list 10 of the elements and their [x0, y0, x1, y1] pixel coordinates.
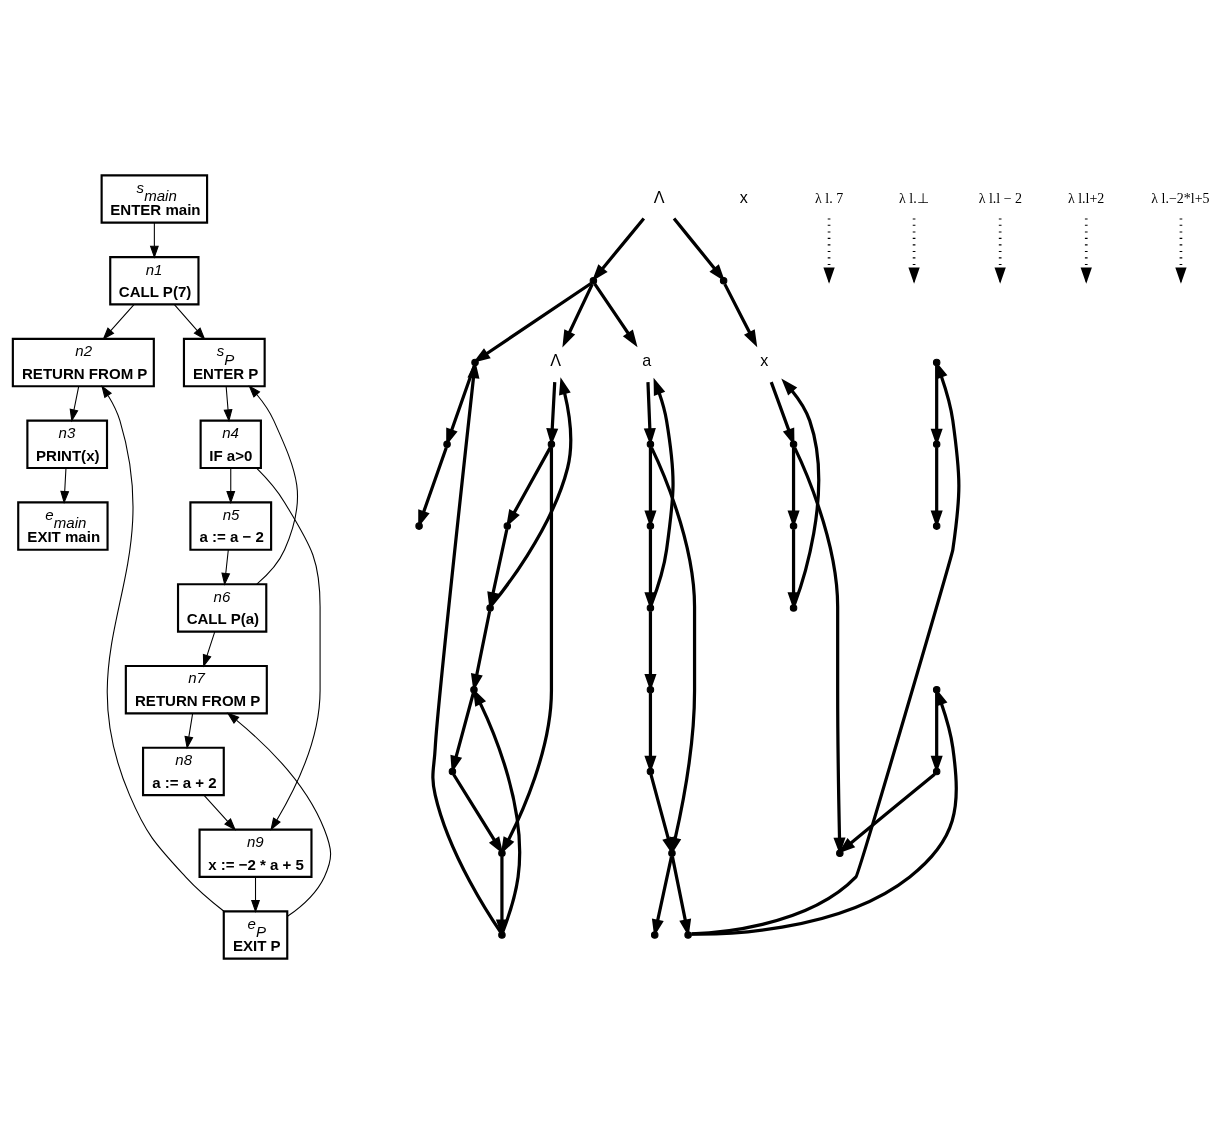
node-text: a: [642, 351, 652, 370]
node-text: λ l.l+2: [1067, 190, 1105, 206]
node-text: x: [760, 351, 769, 370]
node-text: λ l.⊥: [899, 190, 929, 206]
node-text: λ l.−2*l+5: [1151, 190, 1210, 206]
node-text: Λ: [550, 351, 562, 370]
node-text: Λ: [653, 187, 665, 206]
node-text: λ l. 7: [815, 190, 844, 206]
node-text: λ l.l − 2: [978, 190, 1023, 206]
node-text: x: [739, 187, 748, 206]
